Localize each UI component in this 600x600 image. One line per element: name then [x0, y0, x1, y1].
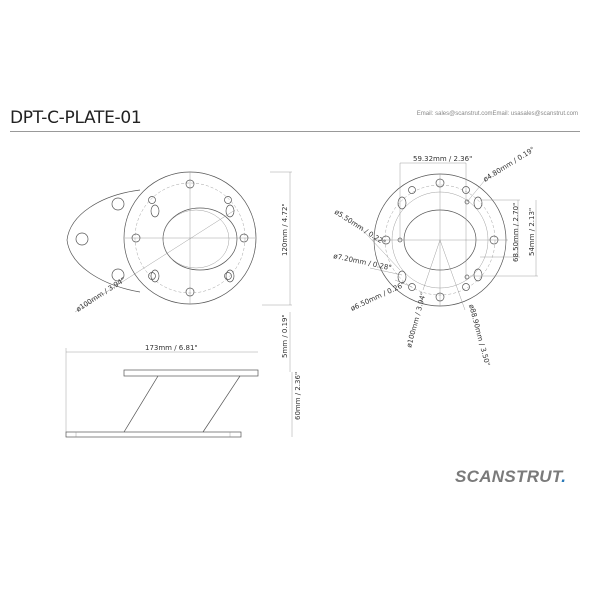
title-rule	[10, 131, 580, 132]
hole-55-label: ø5.50mm / 0.22"	[333, 208, 387, 247]
spacing-dimension-label: 59.32mm / 2.36"	[413, 155, 472, 163]
hole-small-label: ø4.80mm / 0.19"	[482, 146, 536, 184]
logo-text: SCANSTRUT	[455, 467, 562, 486]
width-dimension-label: 173mm / 6.81"	[145, 344, 198, 352]
height-dimension-label: 120mm / 4.72"	[281, 203, 289, 256]
hole-72-label: ø7.20mm / 0.28"	[333, 252, 392, 272]
logo-dot: .	[561, 467, 567, 486]
contact-email: Email: sales@scanstrut.comEmail: usasale…	[416, 111, 578, 117]
inner-spacing-label: 54mm / 2.13"	[528, 208, 536, 256]
side-view: 173mm / 6.81" 5mm / 0.19" 60mm / 2.36"	[65, 312, 302, 438]
slot-spacing-label: 68.50mm / 2.70"	[512, 203, 520, 262]
pcd-100-label: ø100mm / 3.94"	[405, 291, 427, 348]
drawing-title: DPT-C-PLATE-01	[10, 108, 142, 128]
side-height-label: 60mm / 2.36"	[294, 372, 302, 420]
top-view: 120mm / 4.72" ø100mm / 3.94"	[66, 171, 292, 314]
scanstrut-logo: SCANSTRUT.	[455, 467, 566, 487]
diameter-dimension-label: ø100mm / 3.94"	[75, 276, 127, 314]
plate-thickness-label: 5mm / 0.19"	[281, 314, 289, 358]
hole-65-label: ø6.50mm / 0.26"	[349, 281, 406, 313]
hole-pattern-view: 59.32mm / 2.36" 68.50mm / 2.70" 54mm / 2…	[333, 146, 538, 367]
pcd-889-label: ø88.90mm / 3.50"	[467, 303, 491, 366]
